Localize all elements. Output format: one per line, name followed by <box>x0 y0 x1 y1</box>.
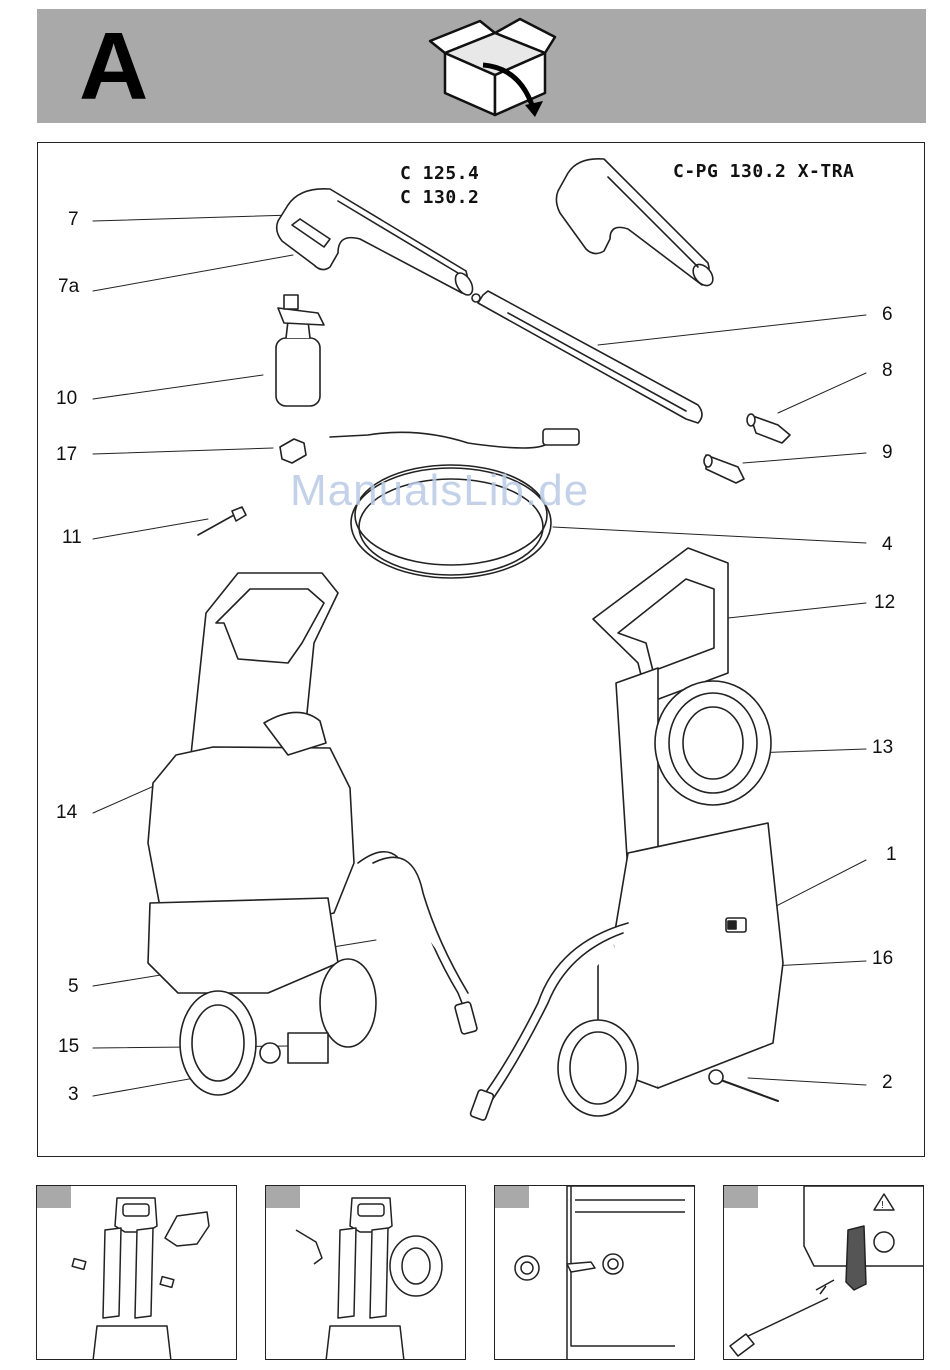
callout-14: 14 <box>56 803 77 823</box>
callout-16: 16 <box>872 949 893 969</box>
handle-assembly-icon <box>37 1186 237 1360</box>
parts-illustration <box>38 143 926 1158</box>
callout-6: 6 <box>882 305 893 325</box>
model-label-c125: C 125.4 <box>400 163 479 185</box>
step-panel-2 <box>265 1185 466 1360</box>
callout-4: 4 <box>882 535 893 555</box>
callout-2: 2 <box>882 1073 893 1093</box>
callout-17: 17 <box>56 445 77 465</box>
pressure-washer-left <box>148 573 478 1095</box>
step-tab <box>495 1186 529 1208</box>
watermark: ManualsLib.de <box>290 466 589 516</box>
step-panel-4: ! <box>723 1185 924 1360</box>
variable-nozzle <box>704 455 744 483</box>
model-label-c130: C 130.2 <box>400 187 479 209</box>
callout-7a: 7a <box>58 277 79 297</box>
section-letter: A <box>79 17 148 117</box>
callout-9: 9 <box>882 443 893 463</box>
step-panel-3 <box>494 1185 695 1360</box>
callout-15: 15 <box>58 1037 79 1057</box>
unpack-box-icon <box>425 13 565 123</box>
svg-text:!: ! <box>881 1200 884 1211</box>
callout-1: 1 <box>886 845 897 865</box>
adapter <box>280 439 306 463</box>
callout-8: 8 <box>882 361 893 381</box>
nozzle-cleaning-needle <box>198 507 246 535</box>
callout-13: 13 <box>872 738 893 758</box>
callout-12: 12 <box>874 593 895 613</box>
section-header: A <box>37 9 926 123</box>
step-tab <box>724 1186 758 1208</box>
detergent-bottle <box>276 295 324 406</box>
callout-10: 10 <box>56 389 77 409</box>
water-inlet-connection-icon <box>495 1186 695 1360</box>
nozzle-cleaning-icon: ! <box>724 1186 924 1360</box>
hose-reel-assembly-icon <box>266 1186 466 1360</box>
callout-7: 7 <box>68 210 79 230</box>
callout-3: 3 <box>68 1085 79 1105</box>
lance <box>472 291 702 423</box>
pressure-washer-right <box>470 548 783 1121</box>
parts-diagram: C 125.4 C 130.2 C-PG 130.2 X-TRA 7 7a 10… <box>37 142 925 1157</box>
callout-5: 5 <box>68 977 79 997</box>
step-tab <box>37 1186 71 1208</box>
callout-11: 11 <box>62 528 82 548</box>
model-label-cpg: C-PG 130.2 X-TRA <box>673 161 854 183</box>
rotating-nozzle <box>747 414 790 443</box>
step-panel-1 <box>36 1185 237 1360</box>
step-tab <box>266 1186 300 1208</box>
